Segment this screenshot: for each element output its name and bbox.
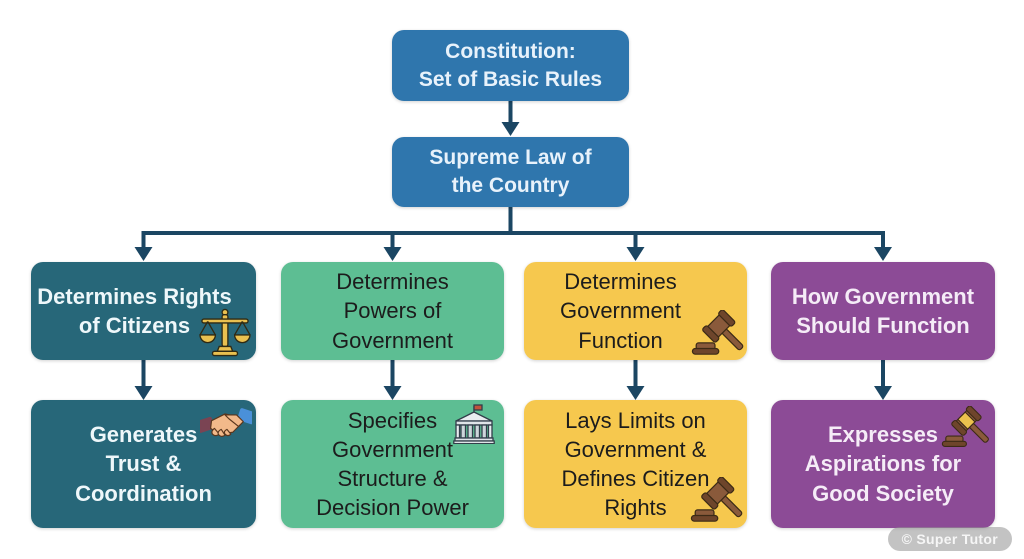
- rights-of-citizens-box: Determines Rights of Citizens: [31, 262, 256, 360]
- supreme-law-box: Supreme Law of the Country: [392, 137, 629, 207]
- limits-on-government-box: Lays Limits on Government & Defines Citi…: [524, 400, 747, 528]
- watermark-badge: © Super Tutor: [887, 527, 1012, 551]
- government-structure-label: Specifies Government Structure & Decisio…: [316, 407, 469, 521]
- handshake-icon: [196, 407, 256, 444]
- government-structure-box: Specifies Government Structure & Decisio…: [281, 400, 504, 528]
- gavel-icon: [686, 309, 744, 357]
- powers-of-government-box: Determines Powers of Government: [281, 262, 504, 360]
- powers-of-government-label: Determines Powers of Government: [331, 269, 454, 353]
- how-government-should-function-box: How Government Should Function: [771, 262, 995, 360]
- trust-coordination-label: Generates Trust & Coordination: [75, 422, 212, 506]
- trust-coordination-box: Generates Trust & Coordination: [31, 400, 256, 528]
- gavel-icon: [937, 405, 989, 449]
- how-government-should-function-label: How Government Should Function: [791, 283, 975, 338]
- government-function-box: Determines Government Function: [524, 262, 747, 360]
- aspirations-label: Expresses Aspirations for Good Society: [804, 422, 962, 506]
- government-function-label: Determines Government Function: [559, 269, 682, 353]
- constitution-label: Constitution: Set of Basic Rules: [418, 39, 603, 91]
- limits-on-government-label: Lays Limits on Government & Defines Citi…: [561, 407, 710, 521]
- supreme-law-label: Supreme Law of the Country: [429, 146, 592, 197]
- government-building-icon: [453, 404, 495, 445]
- aspirations-box: Expresses Aspirations for Good Society: [771, 400, 995, 528]
- gavel-icon: [685, 476, 743, 524]
- rights-of-citizens-label: Determines Rights of Citizens: [37, 283, 232, 338]
- constitution-box: Constitution: Set of Basic Rules: [392, 30, 629, 101]
- scales-of-justice-icon: [196, 308, 254, 358]
